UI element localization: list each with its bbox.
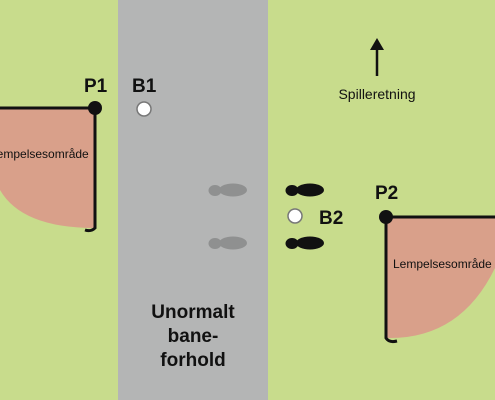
- relief-area-right: [386, 217, 495, 339]
- ball-label-b2: B2: [319, 208, 343, 229]
- reference-point-icon: [88, 101, 102, 115]
- point-label-p1: P1: [84, 76, 108, 97]
- arrow-up-icon: [370, 38, 384, 76]
- ball-label-b1: B1: [132, 76, 157, 97]
- abnormal-condition-label-line2: bane-: [168, 326, 219, 347]
- relief-area-right-border: [384, 215, 495, 344]
- footprint-icon: [285, 183, 324, 197]
- footprint-icon: [285, 236, 324, 250]
- direction-of-play-label: Spilleretning: [338, 86, 415, 102]
- relief-area-right-label: Lempelsesområde: [393, 257, 492, 271]
- footprint-icon: [208, 183, 247, 197]
- abnormal-condition-label-line3: forhold: [160, 350, 225, 371]
- footprint-icon: [208, 236, 247, 250]
- relief-area-left-border: [0, 106, 97, 233]
- abnormal-condition-label-line1: Unormalt: [151, 302, 235, 323]
- reference-point-icon: [379, 210, 393, 224]
- relief-area-left: [0, 108, 95, 228]
- relief-area-left-label: Lempelsesområde: [0, 147, 89, 161]
- abnormal-course-condition-area: [118, 0, 268, 400]
- point-label-p2: P2: [375, 183, 398, 204]
- golf-ball-icon: [136, 101, 152, 117]
- golf-ball-icon: [287, 208, 303, 224]
